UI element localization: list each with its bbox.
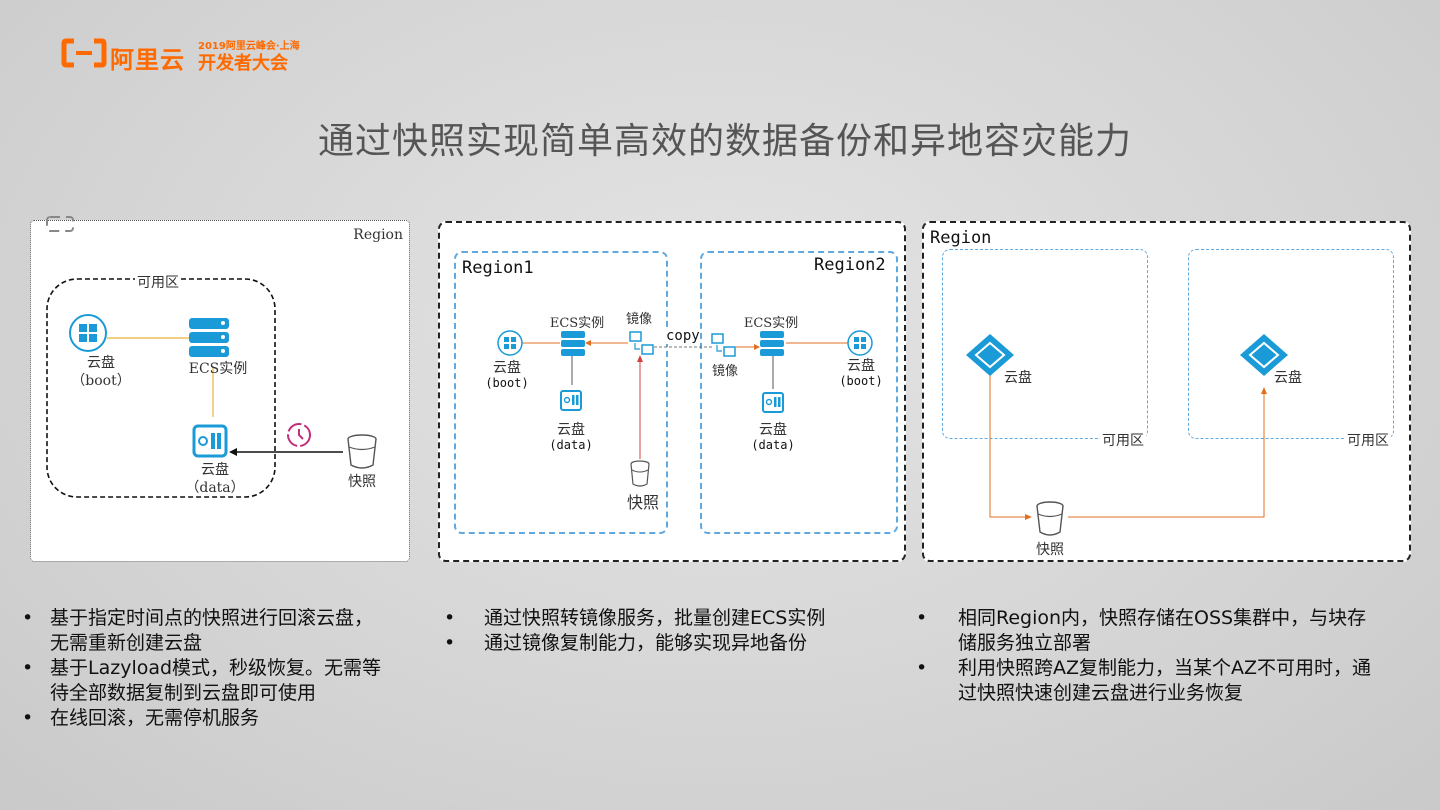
region2-box (700, 251, 898, 534)
boot-disk-right-sublabel: (boot) (839, 374, 883, 388)
ecs-label: ECS实例 (188, 361, 248, 377)
ecs-server-icon (189, 318, 229, 357)
boot-disk-sublabel: （boot） (71, 373, 131, 389)
data-disk-right-icon (762, 392, 784, 413)
corner-logo-icon (46, 216, 74, 232)
logo-event-line2: 开发者大会 (198, 53, 288, 74)
region-label: Region (930, 228, 992, 248)
disk-left-label: 云盘 (1004, 370, 1032, 386)
snapshot-bucket-icon (630, 460, 650, 487)
panel-image-copy-diagram (497, 330, 873, 487)
snapshot-label: 快照 (348, 474, 376, 490)
data-disk-left-label: 云盘 (557, 422, 585, 438)
boot-disk-right-label: 云盘 (847, 358, 875, 374)
panel-cross-az: Region 可用区 可用区 云盘 云盘 快照 (922, 221, 1411, 562)
ecs-left-icon (561, 331, 585, 356)
bullet-item: 在线回滚，无需停机服务 (22, 706, 422, 731)
data-disk-label: 云盘 (201, 462, 229, 478)
windows-disk-right-icon (847, 330, 873, 356)
boot-disk-left-sublabel: (boot) (485, 376, 529, 390)
az-label: 可用区 (135, 272, 181, 292)
image-icon-right (711, 333, 736, 357)
snapshot-label: 快照 (626, 493, 660, 512)
disk-right-icon (1240, 334, 1288, 376)
image-icon-left (629, 331, 654, 355)
data-disk-icon (192, 424, 228, 458)
page-title: 通过快照实现简单高效的数据备份和异地容灾能力 (317, 121, 1132, 162)
bullet-item: 基于指定时间点的快照进行回滚云盘， 无需重新创建云盘 (22, 606, 422, 656)
snapshot-bucket-icon (347, 434, 377, 469)
copy-label: copy (666, 328, 700, 344)
snapshot-bucket-icon (1036, 501, 1064, 536)
az-right-box (1188, 249, 1394, 439)
region-label: Region (353, 227, 403, 243)
panel-rollback: Region 可用区 云盘 （boot） ECS实例 云盘 （data） 快照 (30, 216, 410, 562)
data-disk-right-label: 云盘 (759, 422, 787, 438)
boot-disk-label: 云盘 (87, 355, 115, 371)
bullets-rollback: 基于指定时间点的快照进行回滚云盘， 无需重新创建云盘 基于Lazyload模式，… (22, 606, 422, 731)
clock-icon (287, 423, 311, 447)
boot-disk-left-label: 云盘 (493, 360, 521, 376)
az-left-box (942, 249, 1148, 439)
data-disk-left-icon (560, 390, 582, 411)
windows-disk-icon (69, 314, 107, 352)
data-disk-left-sublabel: (data) (549, 438, 593, 452)
snapshot-label: 快照 (1036, 542, 1064, 558)
panel-cross-az-diagram (966, 334, 1288, 536)
bullets-image-copy: 通过快照转镜像服务，批量创建ECS实例 通过镜像复制能力，能够实现异地备份 (444, 606, 884, 656)
bullet-item: 通过快照转镜像服务，批量创建ECS实例 (444, 606, 884, 631)
data-disk-right-sublabel: (data) (751, 438, 795, 452)
az-right-label: 可用区 (1345, 430, 1391, 450)
region2-label: Region2 (814, 255, 886, 275)
windows-disk-left-icon (497, 330, 523, 356)
logo-event-line1: 2019阿里云峰会·上海 (198, 41, 300, 52)
region1-label: Region1 (462, 258, 534, 278)
aliyun-logo-icon (61, 38, 107, 68)
region1-box (454, 251, 668, 534)
panel-rollback-diagram (46, 216, 377, 498)
bullet-item: 通过镜像复制能力，能够实现异地备份 (444, 631, 884, 656)
panel-image-copy: Region1 Region2 ECS实例 镜像 copy 镜像 ECS实例 云… (438, 221, 906, 562)
bullet-item: 相同Region内，快照存储在OSS集群中，与块存 储服务独立部署 (916, 606, 1416, 656)
image-top-label: 镜像 (625, 312, 653, 327)
bullets-cross-az: 相同Region内，快照存储在OSS集群中，与块存 储服务独立部署 利用快照跨A… (916, 606, 1416, 706)
az-left-label: 可用区 (1100, 430, 1146, 450)
ecs-left-label: ECS实例 (549, 316, 605, 331)
bullet-item: 利用快照跨AZ复制能力，当某个AZ不可用时，通 过快照快速创建云盘进行业务恢复 (916, 656, 1416, 706)
image-bottom-label: 镜像 (711, 364, 739, 379)
ecs-right-icon (760, 331, 784, 356)
bullet-item: 基于Lazyload模式，秒级恢复。无需等 待全部数据复制到云盘即可使用 (22, 656, 422, 706)
data-disk-sublabel: （data） (185, 480, 245, 496)
disk-right-label: 云盘 (1274, 370, 1302, 386)
logo-brand: 阿里云 (110, 46, 185, 74)
ecs-right-label: ECS实例 (743, 316, 799, 331)
disk-left-icon (966, 334, 1014, 376)
